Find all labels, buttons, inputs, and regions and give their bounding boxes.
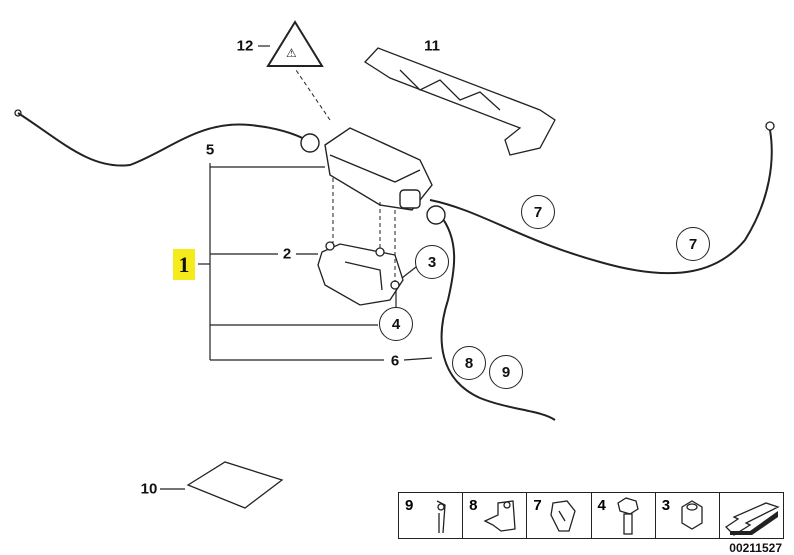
callout-11[interactable]: 11	[424, 37, 440, 55]
callout-7[interactable]: 7	[521, 195, 555, 229]
legend-cell-8[interactable]: 8	[463, 493, 528, 538]
callout-12[interactable]: 12	[236, 37, 254, 55]
svg-text:⚠: ⚠	[286, 46, 297, 60]
callout-2[interactable]: 2	[282, 245, 292, 263]
bracket	[317, 241, 404, 306]
arrow-icon	[724, 502, 780, 536]
grease-packet	[186, 461, 284, 509]
handle-lever	[363, 47, 556, 156]
legend-cell-arrow	[720, 493, 783, 538]
callout-6[interactable]: 6	[390, 352, 400, 370]
cable-lower	[439, 214, 556, 421]
cable-holder-icon	[483, 500, 516, 532]
callout-7[interactable]: 7	[676, 227, 710, 261]
bolt-icon	[616, 497, 639, 535]
cable-end	[14, 109, 22, 117]
cable-left	[17, 112, 316, 167]
nut-icon	[681, 500, 703, 530]
clip-icon	[436, 500, 446, 534]
document-id: 00211527	[729, 541, 782, 555]
cable-end	[765, 121, 775, 131]
callout-9[interactable]: 9	[489, 355, 523, 389]
callout-4[interactable]: 4	[379, 307, 413, 341]
warning-triangle	[266, 20, 324, 67]
callout-10[interactable]: 10	[140, 480, 158, 498]
legend-cell-7[interactable]: 7	[527, 493, 592, 538]
callout-8[interactable]: 8	[452, 346, 486, 380]
legend-cell-3[interactable]: 3	[656, 493, 720, 538]
legend-cell-4[interactable]: 4	[592, 493, 656, 538]
callout-3[interactable]: 3	[415, 245, 449, 279]
legend-cell-9[interactable]: 9	[399, 493, 464, 538]
callout-5[interactable]: 5	[205, 141, 215, 159]
cable-right	[429, 129, 773, 275]
small-parts-legend: 9 8 7 4 3	[398, 492, 784, 539]
callout-1-highlighted[interactable]: 1	[173, 249, 195, 280]
parking-brake-actuator	[300, 127, 446, 225]
cable-clip-icon	[550, 500, 577, 532]
